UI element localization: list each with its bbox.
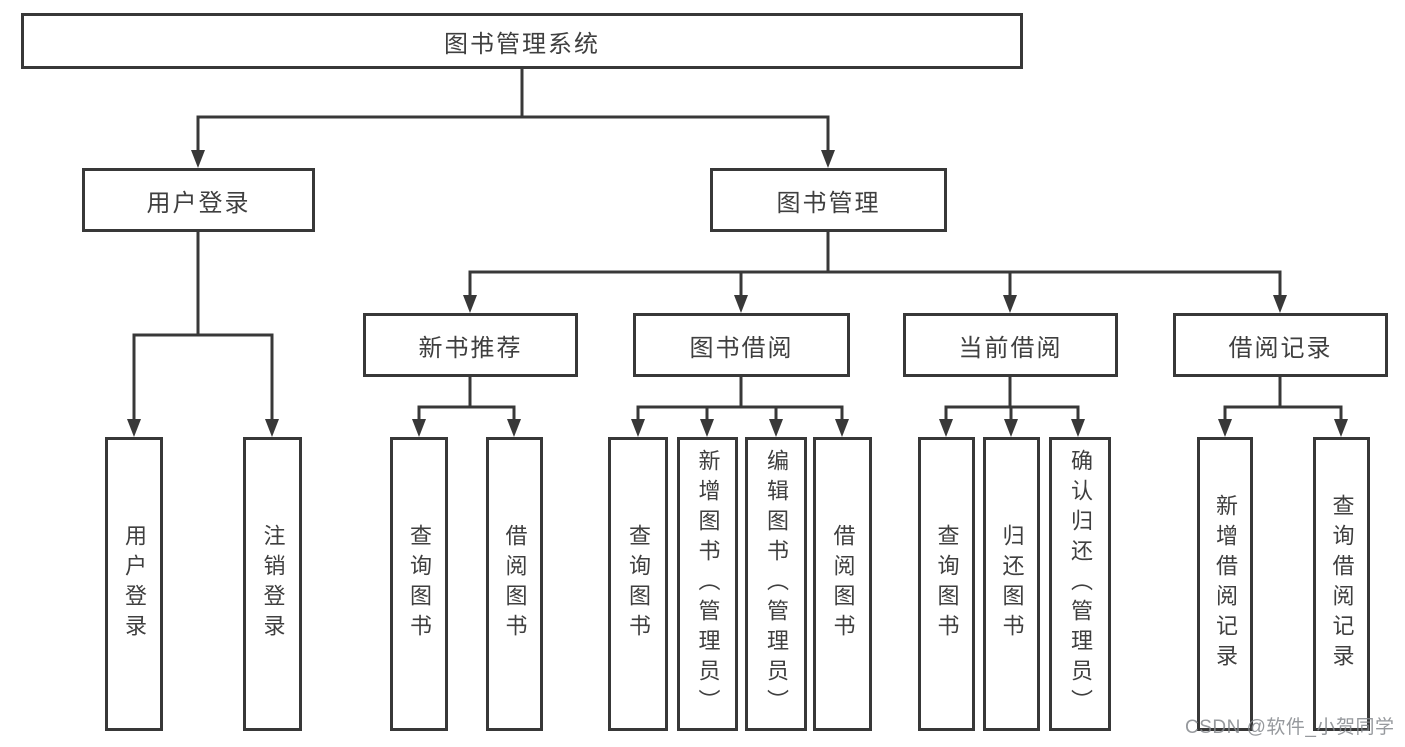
node-book-borrowing: 图书借阅 (633, 313, 850, 377)
leaf-confirm-return-admin: 确认归还（管理员） (1049, 437, 1111, 731)
leaf-query-borrow-record: 查询借阅记录 (1313, 437, 1370, 731)
leaf-user-login: 用户登录 (105, 437, 163, 731)
leaf-borrow-books-borrowing: 借阅图书 (813, 437, 872, 731)
leaf-return-books: 归还图书 (983, 437, 1040, 731)
leaf-edit-book-admin: 编辑图书（管理员） (745, 437, 807, 731)
leaf-add-borrow-record: 新增借阅记录 (1197, 437, 1253, 731)
leaf-add-book-admin: 新增图书（管理员） (677, 437, 738, 731)
leaf-borrow-books-recommend: 借阅图书 (486, 437, 543, 731)
leaf-query-books-recommend: 查询图书 (390, 437, 448, 731)
node-borrowing-records: 借阅记录 (1173, 313, 1388, 377)
leaf-logout: 注销登录 (243, 437, 302, 731)
node-book-system: 图书管理系统 (21, 13, 1023, 69)
node-user-login: 用户登录 (82, 168, 315, 232)
node-book-management: 图书管理 (710, 168, 947, 232)
node-current-borrowing: 当前借阅 (903, 313, 1118, 377)
node-new-book-recommend: 新书推荐 (363, 313, 578, 377)
leaf-query-books-current: 查询图书 (918, 437, 975, 731)
csdn-watermark: CSDN @软件_小贺同学 (1185, 717, 1395, 738)
leaf-query-books-borrowing: 查询图书 (608, 437, 668, 731)
